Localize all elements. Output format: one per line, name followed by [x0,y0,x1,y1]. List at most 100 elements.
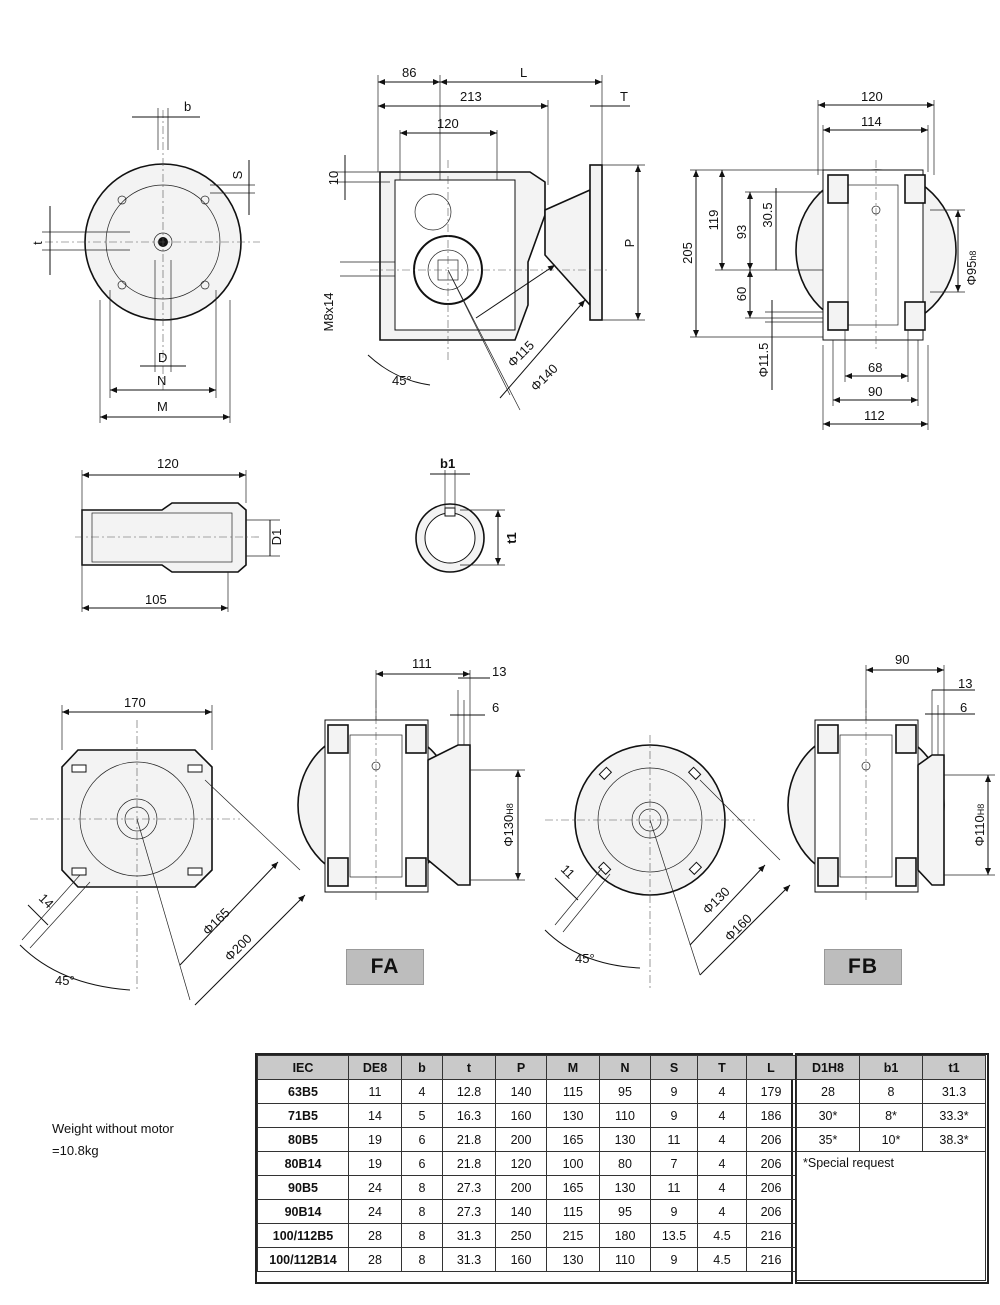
right-phi95-label: Φ95h8 [964,251,979,286]
table-cell: 4 [697,1103,747,1128]
side-phi115-label: Φ115 [505,338,538,371]
right-phi95-tolerance: h8 [968,251,978,261]
dimensions-table-header-cell: b [401,1055,443,1080]
dimensions-table-header-cell: P [495,1055,547,1080]
table-cell: 9 [650,1247,698,1272]
fa-side-view: 111 13 6 Φ130H8 [297,656,525,900]
table-cell: 14 [348,1103,402,1128]
table-cell: 63B5 [257,1079,349,1104]
front-s-label: S [230,170,245,179]
table-cell: 110 [599,1103,651,1128]
table-cell: 140 [495,1199,547,1224]
shaft-d1-label: D1 [269,529,284,546]
table-cell: 9 [650,1103,698,1128]
table-cell: 38.3* [922,1127,986,1152]
table-cell: 215 [546,1223,600,1248]
table-cell: 206 [746,1199,796,1224]
table-cell: 7 [650,1151,698,1176]
table-cell: 80 [599,1151,651,1176]
table-cell: 80B14 [257,1151,349,1176]
dimensions-table-header-cell: IEC [257,1055,349,1080]
right-phi95-value: Φ95 [964,261,979,286]
fb-phi110-label: Φ110H8 [972,804,987,847]
table-cell: 11 [348,1079,402,1104]
table-cell: 11 [650,1175,698,1200]
table-cell: 4 [697,1127,747,1152]
table-cell: 28 [796,1079,860,1104]
special-request-note: *Special request [796,1151,986,1281]
fa-angle-label: 45° [55,973,75,988]
side-t-label: T [620,89,628,104]
table-cell: 24 [348,1175,402,1200]
bore-view: b1 t1 [415,456,519,573]
right-90-label: 90 [868,384,882,399]
dimensions-table-header-cell: M [546,1055,600,1080]
right-114-label: 114 [861,114,882,129]
table-cell: 140 [495,1079,547,1104]
side-angle-label: 45° [392,373,412,388]
bore-t1-label: t1 [504,532,519,544]
fb-phi110-tolerance: H8 [976,804,986,816]
front-d-label: D [158,350,167,365]
right-68-label: 68 [868,360,882,375]
table-cell: 90B14 [257,1199,349,1224]
side-86-label: 86 [402,65,416,80]
table-cell: 120 [495,1151,547,1176]
table-cell: 115 [546,1199,600,1224]
fb-phi160-label: Φ160 [722,911,755,944]
table-cell: 9 [650,1199,698,1224]
fa-flange-view: 170 14 45° Φ165 Φ200 [19,695,306,1006]
table-cell: 11 [650,1127,698,1152]
table-cell: 5 [401,1103,443,1128]
table-cell: 165 [546,1175,600,1200]
weight-line-1: Weight without motor [52,1121,174,1136]
front-b-label: b [184,99,191,114]
weight-line-2: =10.8kg [52,1143,99,1158]
bore-b1-label: b1 [440,456,455,471]
shaft-table-header-cell: b1 [859,1055,923,1080]
fb-angle-label: 45° [575,951,595,966]
fb-phi130-label: Φ130 [700,884,733,917]
table-row: 30*8*33.3* [796,1103,986,1128]
table-cell: 13.5 [650,1223,698,1248]
table-cell: 19 [348,1151,402,1176]
front-n-label: N [157,373,166,388]
right-60-label: 60 [734,287,749,301]
right-120-label: 120 [861,89,883,104]
right-30-5-label: 30.5 [760,202,775,227]
table-cell: 115 [546,1079,600,1104]
table-cell: 160 [495,1103,547,1128]
table-cell: 95 [599,1199,651,1224]
table-cell: 130 [546,1103,600,1128]
technical-drawing: b S t D N M [19,65,995,1006]
dimensions-table-header-cell: T [697,1055,747,1080]
table-cell: 9 [650,1079,698,1104]
table-cell: 8 [401,1175,443,1200]
table-cell: 8 [401,1247,443,1272]
fb-13-label: 13 [958,676,972,691]
shaft-table-header-cell: D1H8 [796,1055,860,1080]
table-cell: 8 [859,1079,923,1104]
fa-6-label: 6 [492,700,499,715]
table-cell: 4 [697,1175,747,1200]
table-row: 35*10*38.3* [796,1127,986,1152]
table-cell: 10* [859,1127,923,1152]
table-cell: 250 [495,1223,547,1248]
right-phi11-5-label: Φ11.5 [756,343,771,378]
fb-90-label: 90 [895,652,909,667]
table-cell: 6 [401,1151,443,1176]
right-119-label: 119 [706,210,721,231]
table-cell: 95 [599,1079,651,1104]
table-cell: 28 [348,1247,402,1272]
shaft-120-label: 120 [157,456,179,471]
table-cell: 165 [546,1127,600,1152]
table-cell: 4 [401,1079,443,1104]
fa-phi130-tolerance: H8 [505,803,515,815]
